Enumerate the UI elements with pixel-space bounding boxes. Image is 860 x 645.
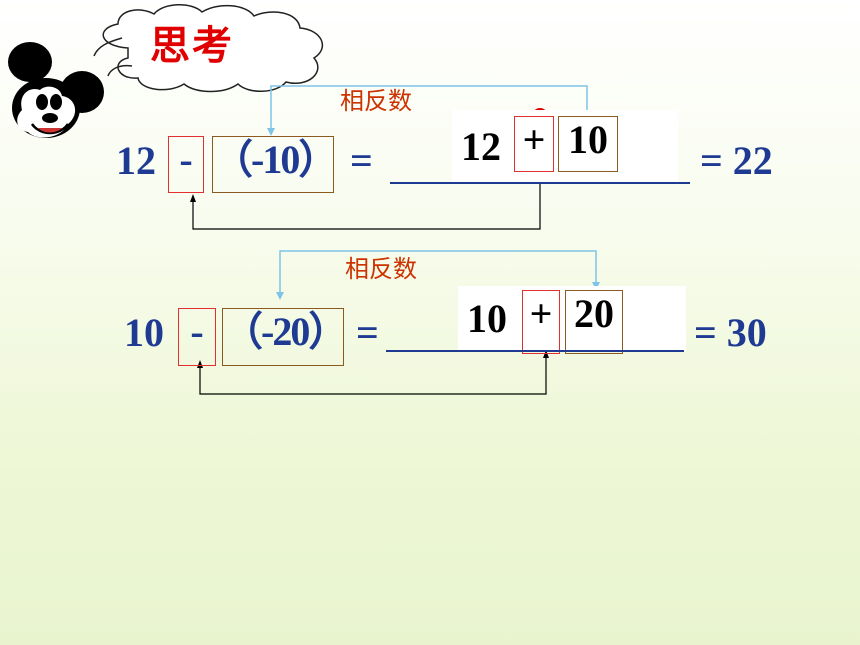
row1-plus-box: +	[514, 116, 554, 172]
row2-lhs-number: 10	[124, 310, 164, 355]
mickey-mouse-icon	[8, 42, 104, 138]
row2-answer-panel	[458, 286, 686, 352]
slide-title: 思考	[150, 23, 234, 69]
row2-blank-underline	[386, 350, 684, 352]
row2-minus-box: -	[178, 308, 216, 366]
row1-opposite-label: 相反数	[340, 87, 412, 115]
row1-answer-panel	[452, 110, 678, 182]
row2-equals: =	[356, 310, 379, 355]
row1-answer-left: 12	[461, 124, 501, 169]
row1-blank-underline	[390, 182, 690, 184]
row2-operand-box: （-20）	[222, 308, 348, 366]
thought-cloud-icon	[93, 4, 324, 93]
row2-answer-left: 10	[467, 296, 507, 341]
row1-minus-box: -	[168, 136, 204, 193]
row1-operand-box: （-10）	[212, 136, 338, 193]
row2-result: = 30	[694, 310, 767, 355]
row2-answer-right-box: 20	[565, 290, 623, 354]
row1-answer-right-box: 10	[558, 116, 618, 172]
row1-equals: =	[350, 138, 373, 183]
row2-opposite-label: 相反数	[345, 255, 417, 283]
row1-lhs-number: 12	[116, 138, 156, 183]
row1-result: = 22	[700, 138, 773, 183]
row2-plus-box: +	[522, 290, 560, 354]
